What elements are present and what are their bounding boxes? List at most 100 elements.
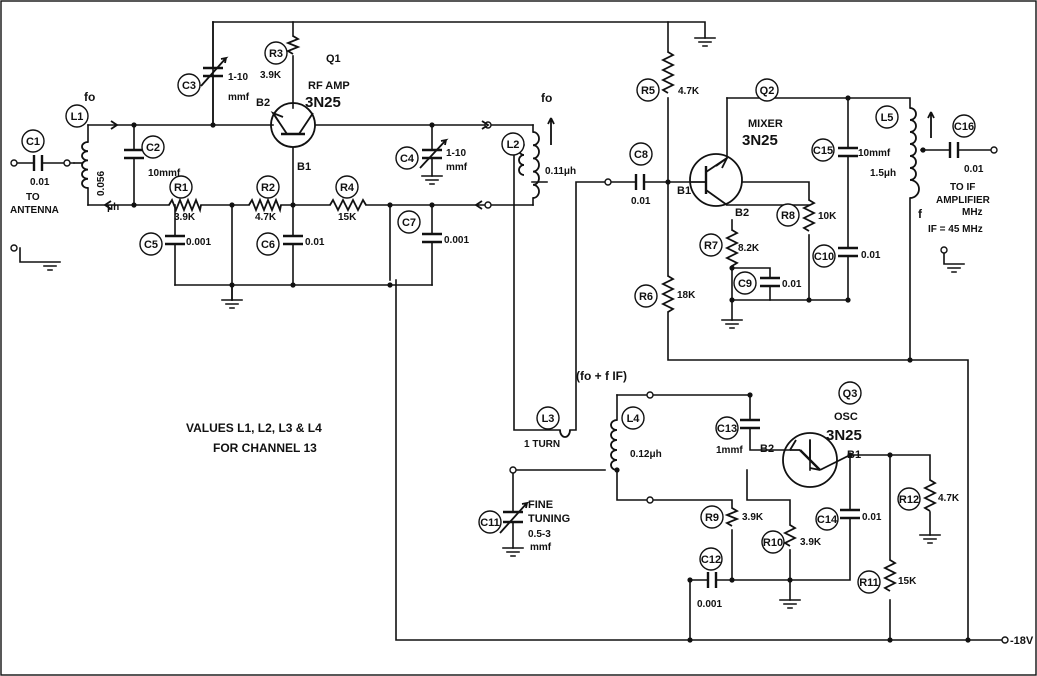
c9-value: 0.01 (782, 279, 802, 290)
f-label: f (918, 207, 923, 221)
fine-tuning-2: TUNING (528, 513, 570, 525)
r9-value: 3.9K (742, 512, 764, 523)
c8-value: 0.01 (631, 196, 651, 207)
c12-value: 0.001 (697, 599, 722, 610)
resistor-r12 (922, 479, 938, 512)
capacitor-c11 (499, 501, 530, 534)
q2-label: Q2 (760, 85, 775, 97)
l1-label: L1 (71, 111, 84, 123)
resistor-r11 (882, 559, 898, 592)
q3-b1: B1 (847, 449, 861, 461)
inductor-l1 (81, 141, 89, 189)
c15-value: 10mmf (858, 148, 891, 159)
fo-left-label: fo (84, 90, 95, 104)
r10-value: 3.9K (800, 537, 822, 548)
note-line-1: VALUES L1, L2, L3 & L4 (186, 421, 322, 435)
if-freq-label: IF = 45 MHz (928, 224, 983, 235)
fo-right-label: fo (541, 91, 552, 105)
inductors (73, 107, 935, 471)
c5-value: 0.001 (186, 237, 211, 248)
c6-value: 0.01 (305, 237, 325, 248)
c7-value: 0.001 (444, 235, 469, 246)
c11-label: C11 (480, 517, 500, 529)
to-if-3: MHz (962, 207, 983, 218)
l5-value: 1.5μh (870, 168, 896, 179)
capacitor-c8 (634, 174, 646, 190)
to-if-1: TO IF (950, 182, 975, 193)
q2-b2: B2 (735, 207, 749, 219)
c13-label: C13 (717, 423, 737, 435)
to-if-2: AMPLIFIER (936, 195, 991, 206)
junctions (131, 95, 971, 643)
q3-label: Q3 (843, 388, 858, 400)
ground-icon (694, 37, 716, 47)
component-labels: C1 0.01 TO ANTENNA L1 fo 0.056 μh C2 10m… (10, 48, 1034, 647)
c2-value: 10mmf (148, 168, 181, 179)
fine-tuning-4: mmf (530, 542, 552, 553)
note-line-2: FOR CHANNEL 13 (213, 441, 317, 455)
c6-label: C6 (261, 239, 275, 251)
c10-label: C10 (814, 251, 834, 263)
r6-label: R6 (639, 291, 653, 303)
r5-label: R5 (641, 85, 655, 97)
resistor-r1 (168, 197, 202, 214)
r4-value: 15K (338, 212, 357, 223)
q1-type: 3N25 (305, 94, 341, 111)
c4-value-2: mmf (446, 162, 468, 173)
transistor-q3 (782, 432, 851, 488)
transistor-q2 (689, 153, 743, 207)
capacitors (32, 21, 960, 588)
l3-label: L3 (542, 413, 555, 425)
c4-label: C4 (400, 153, 415, 165)
capacitor-c15 (838, 146, 858, 158)
ground-icon (502, 547, 524, 557)
resistor-r10 (782, 524, 798, 547)
fine-tuning-3: 0.5-3 (528, 529, 551, 540)
c14-label: C14 (817, 514, 838, 526)
r7-label: R7 (704, 240, 718, 252)
resistor-r7 (724, 229, 740, 267)
c8-label: C8 (634, 149, 648, 161)
ground-symbols (19, 37, 965, 609)
to-antenna-1: TO (26, 192, 40, 203)
capacitor-c5 (165, 234, 185, 246)
to-antenna-2: ANTENNA (10, 205, 59, 216)
inductor-l2 (532, 131, 540, 199)
c10-value: 0.01 (861, 250, 881, 261)
q3-type: 3N25 (826, 427, 862, 444)
fo-plus-fif-label: (fo + f IF) (576, 369, 627, 383)
inductor-l3 (559, 429, 571, 438)
capacitor-c14 (840, 508, 860, 520)
c16-label: C16 (954, 121, 974, 133)
c3-value-2: mmf (228, 92, 250, 103)
r1-value: 3.9K (174, 212, 196, 223)
inductor-l5 (909, 107, 920, 199)
l5-label: L5 (881, 112, 894, 124)
inductor-l4 (610, 419, 618, 471)
c5-label: C5 (144, 239, 158, 251)
q1-role: RF AMP (308, 80, 350, 92)
q3-b2: B2 (760, 443, 774, 455)
r3-label: R3 (269, 48, 283, 60)
c2-label: C2 (146, 142, 160, 154)
ground-icon (919, 534, 941, 544)
r2-label: R2 (261, 182, 275, 194)
r4-label: R4 (340, 182, 355, 194)
capacitor-c4 (419, 138, 449, 169)
ground-icon (779, 599, 801, 609)
resistor-r6 (660, 275, 676, 313)
c13-value: 1mmf (716, 445, 743, 456)
l2-label: L2 (507, 139, 520, 151)
l1-value-2: μh (107, 202, 119, 213)
c7-label: C7 (402, 217, 416, 229)
r12-value: 4.7K (938, 493, 960, 504)
r8-value: 10K (818, 211, 837, 222)
r1-label: R1 (174, 182, 188, 194)
capacitor-c9 (760, 276, 780, 288)
resistor-r9 (724, 507, 740, 527)
ground-icon (721, 319, 743, 329)
r8-label: R8 (781, 210, 795, 222)
r9-label: R9 (705, 512, 719, 524)
r6-value: 18K (677, 290, 696, 301)
